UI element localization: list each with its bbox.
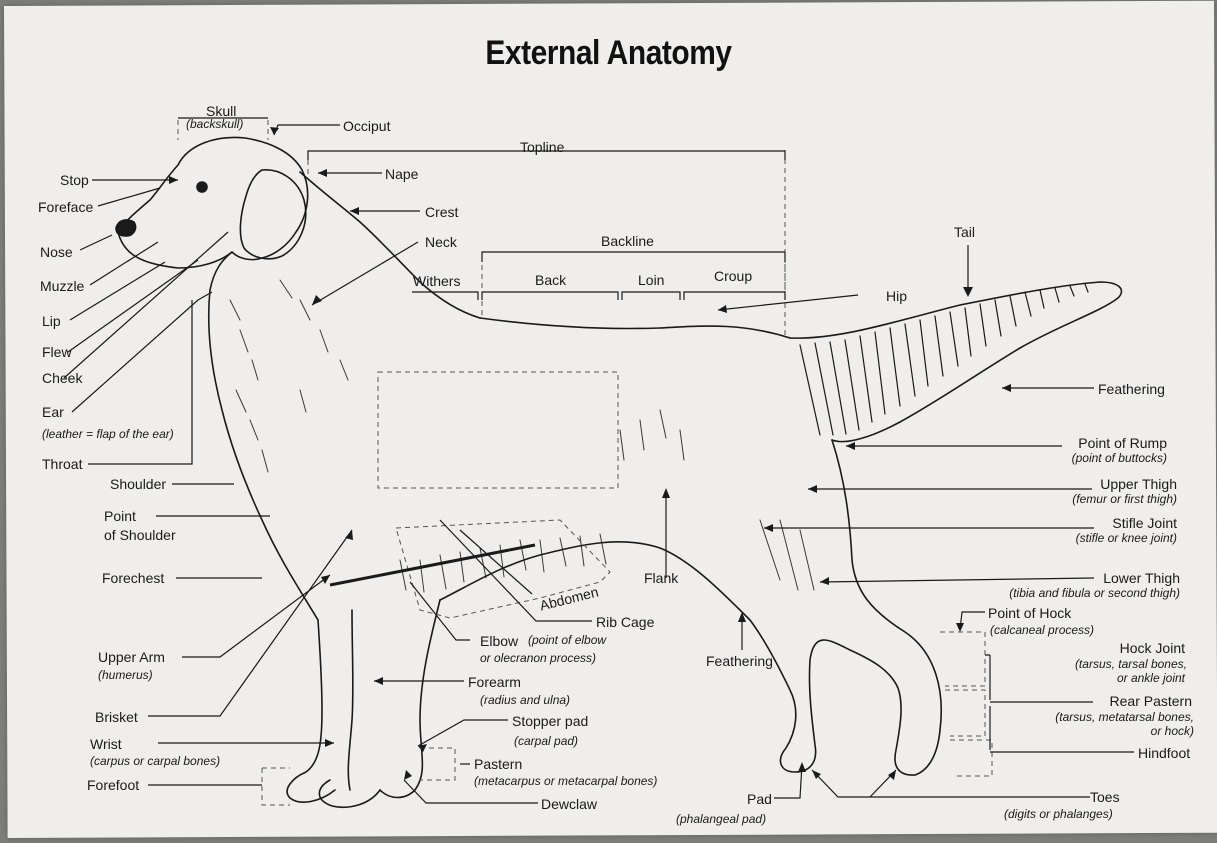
label-neck: Neck xyxy=(425,234,457,250)
label-upper-arm: Upper Arm xyxy=(98,649,165,665)
arrowheads xyxy=(169,127,1011,780)
label-ear-sub: (leather = flap of the ear) xyxy=(42,428,174,441)
label-lower-thigh: Lower Thigh xyxy=(970,570,1180,586)
label-point-of-hock-sub: (calcaneal process) xyxy=(990,624,1094,637)
label-stifle-joint-sub: (stifle or knee joint) xyxy=(1020,532,1177,545)
label-point-of-rump-sub: (point of buttocks) xyxy=(1020,452,1167,465)
hock-brace xyxy=(985,655,990,750)
label-hock-joint: Hock Joint xyxy=(1020,640,1185,656)
label-forechest: Forechest xyxy=(102,570,164,586)
label-upper-thigh: Upper Thigh xyxy=(1020,476,1177,492)
dog-front-leg-back xyxy=(380,600,440,798)
withers-bracket xyxy=(412,292,478,300)
label-hock-joint-sub1: (tarsus, tarsal bones, xyxy=(1020,658,1187,671)
label-pad-sub: (phalangeal pad) xyxy=(676,813,766,826)
label-topline: Topline xyxy=(520,139,564,155)
dog-front-leg-inner xyxy=(348,610,353,790)
dog-chest xyxy=(209,252,318,620)
forefoot-box xyxy=(262,768,290,805)
label-muzzle: Muzzle xyxy=(40,278,84,294)
label-hindfoot: Hindfoot xyxy=(1138,745,1190,761)
label-crest: Crest xyxy=(425,204,458,220)
dog-backline xyxy=(480,318,790,338)
dog-head-outline xyxy=(118,137,308,268)
rear-pastern-box xyxy=(945,690,985,736)
label-point-of-shoulder-2: of Shoulder xyxy=(104,527,176,543)
label-back: Back xyxy=(535,272,566,288)
label-stop: Stop xyxy=(60,172,89,188)
label-lower-thigh-sub: (tibia and fibula or second thigh) xyxy=(970,587,1180,600)
label-elbow-sub1: (point of elbow xyxy=(528,634,606,647)
rib-cage-region xyxy=(378,372,618,488)
label-toes: Toes xyxy=(1090,789,1120,805)
label-dewclaw: Dewclaw xyxy=(541,796,597,812)
label-point-of-hock: Point of Hock xyxy=(988,605,1071,621)
hock-joint-box xyxy=(940,632,985,686)
label-cheek: Cheek xyxy=(42,370,82,386)
label-flank: Flank xyxy=(644,570,678,586)
page-title: External Anatomy xyxy=(73,34,1144,73)
pastern-box xyxy=(420,748,455,780)
label-rear-pastern-sub1: (tarsus, metatarsal bones, xyxy=(1020,711,1194,724)
label-skull-sub: (backskull) xyxy=(186,118,243,131)
croup-bracket xyxy=(684,292,785,300)
dog-hind-leg xyxy=(750,440,941,775)
dog-forefoot-2 xyxy=(287,620,335,802)
label-occiput: Occiput xyxy=(343,118,390,134)
label-hip: Hip xyxy=(886,288,907,304)
label-pad: Pad xyxy=(747,791,772,807)
backline-bracket xyxy=(482,252,785,262)
dog-ear-outline xyxy=(240,170,305,259)
label-loin: Loin xyxy=(638,272,664,288)
label-nose: Nose xyxy=(40,244,73,260)
label-elbow: Elbow xyxy=(480,633,518,649)
label-pastern: Pastern xyxy=(474,756,522,772)
label-wrist: Wrist xyxy=(90,736,122,752)
label-feathering-leg: Feathering xyxy=(706,653,773,669)
dog-tail-outline xyxy=(790,282,1121,442)
tail-feathering xyxy=(800,284,1088,435)
label-throat: Throat xyxy=(42,456,82,472)
label-forearm: Forearm xyxy=(468,674,521,690)
rib-line xyxy=(330,545,535,585)
label-backline: Backline xyxy=(601,233,654,249)
label-stifle-joint: Stifle Joint xyxy=(1020,515,1177,531)
loin-bracket xyxy=(622,292,680,300)
label-upper-thigh-sub: (femur or first thigh) xyxy=(1020,493,1177,506)
hindfoot-box xyxy=(950,740,992,776)
label-withers: Withers xyxy=(413,273,460,289)
label-forearm-sub: (radius and ulna) xyxy=(480,694,570,707)
label-shoulder: Shoulder xyxy=(110,476,166,492)
label-lip: Lip xyxy=(42,313,61,329)
label-point-of-rump: Point of Rump xyxy=(1020,435,1167,451)
label-toes-sub: (digits or phalanges) xyxy=(1004,808,1113,821)
label-ear: Ear xyxy=(42,404,64,420)
label-feathering-tail: Feathering xyxy=(1098,381,1165,397)
label-stopper-pad: Stopper pad xyxy=(512,713,588,729)
label-elbow-sub2: or olecranon process) xyxy=(480,652,596,665)
label-pastern-sub: (metacarpus or metacarpal bones) xyxy=(474,775,657,788)
back-bracket xyxy=(482,292,618,300)
label-upper-arm-sub: (humerus) xyxy=(98,669,153,682)
label-point-of-shoulder-1: Point xyxy=(104,508,136,524)
label-nape: Nape xyxy=(385,166,418,182)
label-brisket: Brisket xyxy=(95,709,138,725)
label-stopper-pad-sub: (carpal pad) xyxy=(514,735,578,748)
label-forefoot: Forefoot xyxy=(87,777,139,793)
dog-eye xyxy=(197,182,207,192)
label-rear-pastern-sub2: or hock) xyxy=(1020,725,1194,738)
label-rib-cage: Rib Cage xyxy=(596,614,654,630)
label-flew: Flew xyxy=(42,344,72,360)
label-wrist-sub: (carpus or carpal bones) xyxy=(90,755,220,768)
label-rear-pastern: Rear Pastern xyxy=(1020,693,1192,709)
label-hock-joint-sub2: or ankle joint xyxy=(1020,672,1185,685)
label-foreface: Foreface xyxy=(38,199,93,215)
dog-nose xyxy=(116,220,136,236)
label-tail: Tail xyxy=(954,224,975,240)
label-croup: Croup xyxy=(714,268,752,284)
